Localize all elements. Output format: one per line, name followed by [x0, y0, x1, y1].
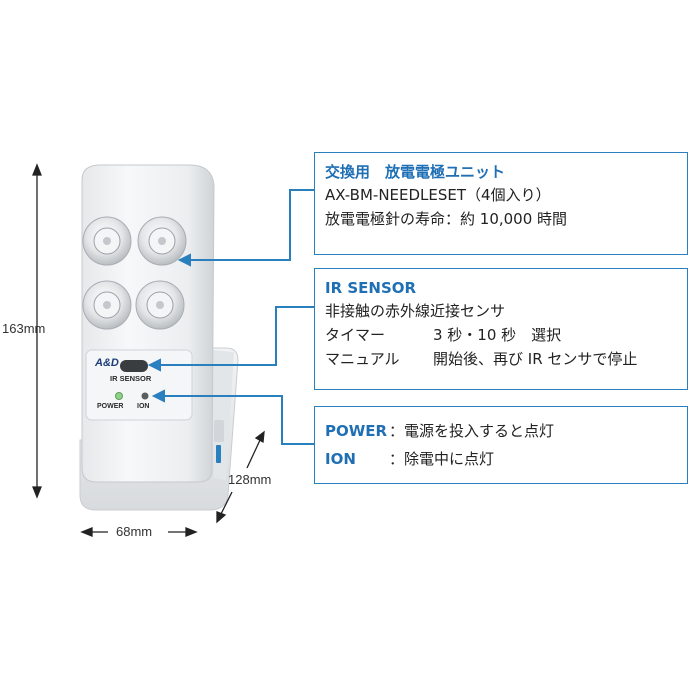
- ion-key: ION: [325, 450, 356, 468]
- width-dimension-arrow: [80, 527, 198, 537]
- sensor-description: 非接触の赤外線近接センサ: [325, 302, 506, 320]
- electrode-callout: 交換用 放電電極ユニット AX-BM-NEEDLESET（4個入り） 放電電極針…: [314, 152, 688, 255]
- control-panel: [85, 349, 193, 421]
- sensor-callout-title: IR SENSOR: [325, 279, 417, 297]
- callout-connector: [147, 306, 314, 372]
- ion-description: ：除電中に点灯: [389, 450, 495, 468]
- electrode-lifetime: 放電電極針の寿命：約 10,000 時間: [325, 210, 568, 228]
- power-description: ：電源を投入すると点灯: [389, 422, 555, 440]
- brand-logo: A&D: [95, 357, 119, 369]
- manual-label: マニュアル: [325, 350, 400, 368]
- width-label: 68mm: [116, 524, 153, 539]
- electrode-model: AX-BM-NEEDLESET（4個入り）: [325, 186, 551, 204]
- sensor-timer-row: タイマー 3 秒・10 秒 選択: [325, 323, 677, 347]
- timer-label: タイマー: [325, 326, 386, 344]
- ion-label: ION: [137, 403, 150, 410]
- power-led-icon: [115, 392, 123, 400]
- power-label: POWER: [97, 403, 124, 410]
- indicator-callout: POWER：電源を投入すると点灯 ION ：除電中に点灯: [314, 406, 688, 484]
- power-key: POWER: [325, 422, 388, 440]
- electrode-knob: [137, 216, 187, 266]
- electrode-knob: [135, 280, 185, 330]
- power-indicator-row: POWER：電源を投入すると点灯: [325, 417, 677, 445]
- ir-sensor-window: [120, 360, 148, 372]
- sensor-manual-row: マニュアル 開始後、再び IR センサで停止: [325, 347, 677, 371]
- electrode-knob: [82, 280, 132, 330]
- depth-label: 128mm: [228, 472, 272, 487]
- timer-value: 3 秒・10 秒 選択: [433, 326, 562, 344]
- callout-connector: [151, 389, 314, 445]
- electrode-callout-title: 交換用 放電電極ユニット: [325, 163, 506, 181]
- ion-led-icon: [141, 392, 149, 400]
- height-dimension-arrow: [32, 163, 42, 499]
- callout-connector: [177, 189, 314, 267]
- electrode-knob: [82, 216, 132, 266]
- depth-dimension-arrow: [216, 430, 265, 524]
- ion-indicator-row: ION ：除電中に点灯: [325, 445, 677, 473]
- manual-value: 開始後、再び IR センサで停止: [433, 350, 638, 368]
- ir-sensor-label: IR SENSOR: [110, 374, 152, 383]
- height-label: 163mm: [2, 321, 46, 336]
- sensor-callout: IR SENSOR 非接触の赤外線近接センサ タイマー 3 秒・10 秒 選択 マ…: [314, 268, 688, 390]
